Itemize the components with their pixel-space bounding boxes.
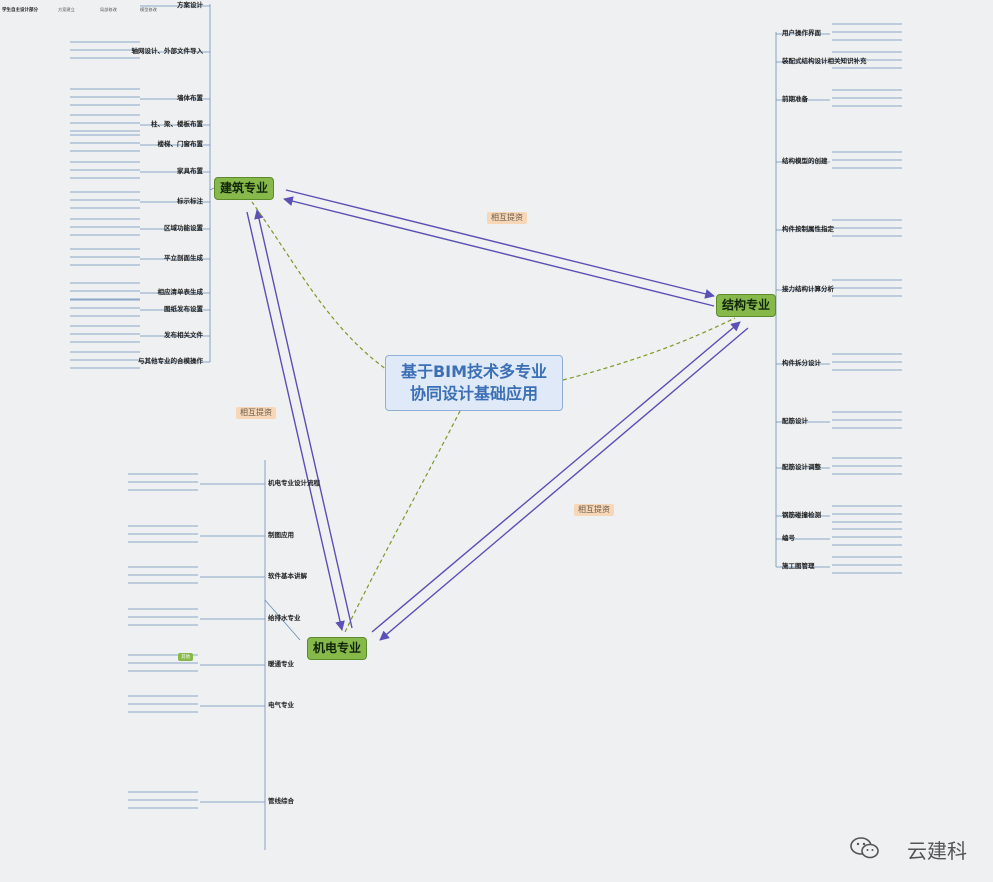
- arch-branch-1[interactable]: 方案设计: [177, 1, 203, 9]
- node-mep[interactable]: 机电专业: [307, 637, 367, 660]
- arch-option-2: 局部修改: [100, 7, 117, 12]
- struct-branch-1[interactable]: 用户操作界面: [782, 29, 821, 37]
- struct-branch-4[interactable]: 结构模型的创建: [782, 157, 828, 165]
- wechat-icon: [850, 837, 879, 859]
- mep-branch-6[interactable]: 电气专业: [268, 701, 294, 709]
- arch-option-3: 模型修改: [140, 7, 157, 12]
- connector-arrows: [246, 189, 749, 641]
- arch-branch-3[interactable]: 墙体布置: [177, 94, 203, 102]
- arch-branch-12[interactable]: 发布相关文件: [164, 331, 203, 339]
- mep-branch-5[interactable]: 暖通专业: [268, 660, 294, 668]
- mep-branch-7[interactable]: 管线综合: [268, 797, 294, 805]
- arch-branch-6[interactable]: 家具布置: [177, 167, 203, 175]
- struct-branch-3[interactable]: 前期准备: [782, 95, 808, 103]
- center-link-arch: [251, 201, 391, 373]
- arch-option-1: 方案建立: [58, 7, 75, 12]
- mep-branch-1[interactable]: 机电专业设计流程: [268, 479, 320, 487]
- arch-branch-13[interactable]: 与其他专业的合模操作: [138, 357, 203, 365]
- struct-branch-7[interactable]: 构件拆分设计: [782, 359, 821, 367]
- arch-branch-8[interactable]: 区域功能设置: [164, 224, 203, 232]
- mep-badge: 其他: [178, 653, 193, 661]
- mep-tree-lines: [128, 460, 301, 850]
- arch-branch-9[interactable]: 平立剖面生成: [164, 254, 203, 262]
- mep-branch-4[interactable]: 给排水专业: [268, 614, 301, 622]
- center-topic[interactable]: 基于BIM技术多专业 协同设计基础应用: [385, 355, 563, 411]
- center-topic-line2: 协同设计基础应用: [409, 384, 538, 403]
- arch-branch-11[interactable]: 图纸发布设置: [164, 305, 203, 313]
- mep-branch-2[interactable]: 制图应用: [268, 531, 294, 539]
- center-link-mep: [344, 410, 461, 633]
- arch-branch-5[interactable]: 楼梯、门窗布置: [157, 140, 204, 148]
- struct-branch-10[interactable]: 钢筋碰撞检测: [782, 511, 821, 519]
- arch-branch-2[interactable]: 轴网设计、外部文件导入: [131, 47, 204, 55]
- relation-tag-arch-struct: 相互提资: [487, 212, 527, 224]
- mep-branch-3[interactable]: 软件基本讲解: [268, 572, 307, 580]
- tree-line: [264, 599, 301, 641]
- struct-branch-12[interactable]: 施工图管理: [782, 562, 815, 570]
- struct-tree-lines: [774, 23, 902, 574]
- struct-branch-9[interactable]: 配筋设计调整: [782, 463, 821, 471]
- arrow-arch-to-struct: [285, 189, 715, 299]
- arrow-struct-to-mep: [379, 327, 749, 641]
- arch-branch-10[interactable]: 相应清单表生成: [157, 288, 204, 296]
- relation-tag-arch-mep: 相互提资: [236, 407, 276, 419]
- watermark-text: 云建科: [907, 839, 967, 863]
- node-structure[interactable]: 结构专业: [716, 294, 776, 317]
- tree-line: [209, 187, 215, 191]
- arch-tree-lines: [70, 4, 215, 369]
- arrow-struct-to-arch: [283, 196, 715, 307]
- arch-branch-7[interactable]: 标示标注: [177, 197, 203, 205]
- arrow-arch-to-mep: [246, 211, 345, 631]
- arch-branch-4[interactable]: 柱、梁、楼板布置: [151, 120, 203, 128]
- center-topic-line1: 基于BIM技术多专业: [400, 362, 548, 381]
- center-links: [251, 201, 736, 633]
- struct-branch-8[interactable]: 配筋设计: [782, 417, 808, 425]
- relation-tag-mep-struct: 相互提资: [574, 504, 614, 516]
- center-link-struct: [562, 317, 736, 381]
- struct-branch-2[interactable]: 装配式结构设计相关知识补充: [782, 57, 867, 65]
- struct-branch-11[interactable]: 编号: [782, 534, 795, 542]
- arrow-mep-to-arch: [254, 209, 353, 629]
- arrow-mep-to-struct: [371, 321, 741, 633]
- struct-branch-5[interactable]: 构件按制属性指定: [782, 225, 834, 233]
- node-architecture[interactable]: 建筑专业: [214, 177, 274, 200]
- struct-branch-6[interactable]: 接力结构计算分析: [782, 285, 834, 293]
- arch-top-label: 学生自主设计部分: [2, 8, 38, 13]
